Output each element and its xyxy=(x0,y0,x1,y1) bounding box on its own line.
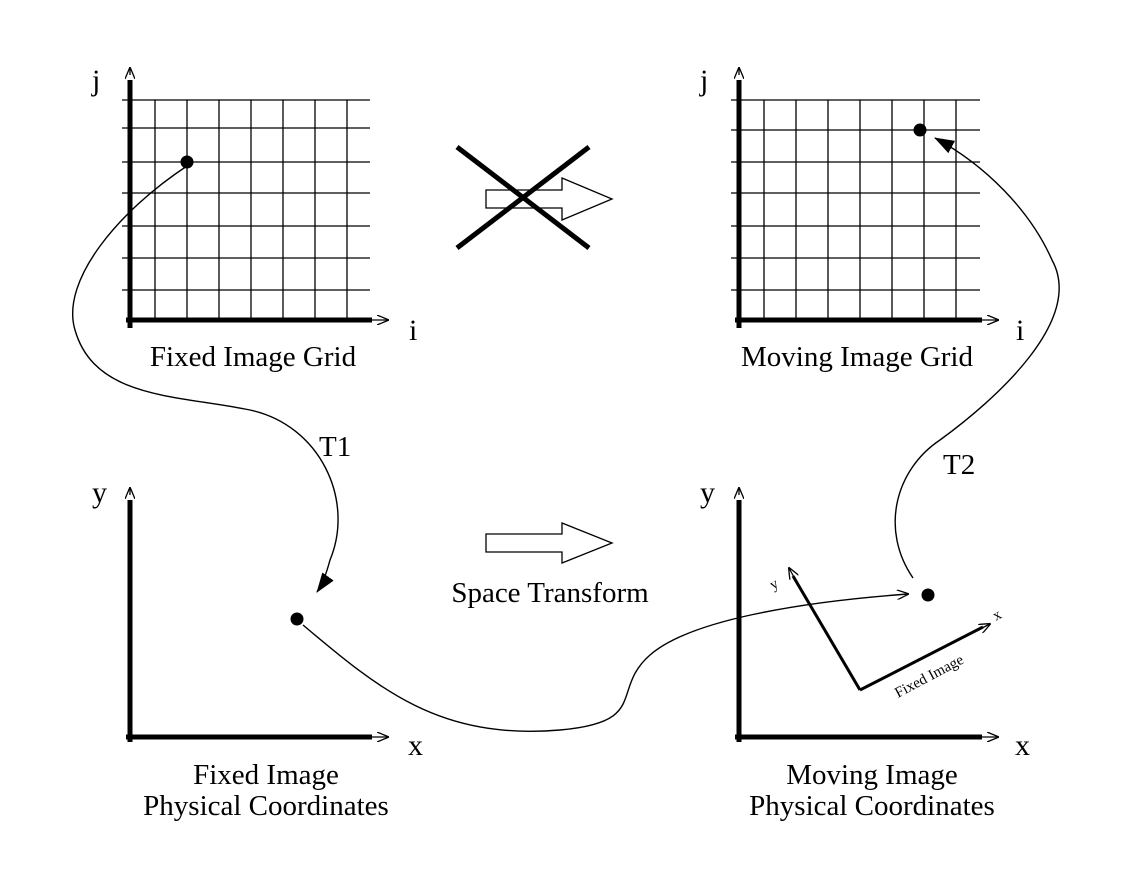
space-transform-label: Space Transform xyxy=(451,577,649,609)
fixed-frame-x-label: x xyxy=(990,607,1005,625)
moving-physical-panel: y x Moving Image Physical Coordinates y … xyxy=(700,476,1030,822)
cross-line-2 xyxy=(455,145,591,250)
space-transform-curve xyxy=(302,594,908,732)
fixed-physical-caption-line2: Physical Coordinates xyxy=(143,790,389,822)
moving-physical-point xyxy=(921,588,935,602)
fixed-physical-y-label: y xyxy=(92,476,107,509)
moving-grid-i-label: i xyxy=(1016,314,1024,347)
fixed-image-grid-panel: j i Fixed Image Grid xyxy=(91,64,417,373)
fixed-frame-y-axis xyxy=(791,575,862,691)
fixed-physical-point xyxy=(290,612,304,626)
fixed-physical-x-label: x xyxy=(408,729,423,762)
fixed-frame-y-label: y xyxy=(767,576,782,594)
moving-grid-j-label: j xyxy=(699,64,708,97)
moving-physical-x-label: x xyxy=(1015,729,1030,762)
moving-image-grid-panel: j i Moving Image Grid xyxy=(699,64,1024,373)
fixed-grid-caption: Fixed Image Grid xyxy=(150,341,357,373)
fixed-grid-point xyxy=(180,155,194,169)
fixed-frame-x-arrow xyxy=(980,624,990,629)
fixed-frame-x-axis xyxy=(859,625,984,692)
fixed-frame-y-arrow xyxy=(789,568,795,579)
hollow-arrow-icon xyxy=(485,522,614,564)
fixed-image-frame: y x Fixed Image xyxy=(767,568,1005,702)
fixed-frame-label: Fixed Image xyxy=(892,652,966,702)
t1-label: T1 xyxy=(319,431,351,463)
transform-curves: T1 T2 xyxy=(72,137,1060,732)
space-transform-arrow: Space Transform xyxy=(451,522,649,609)
hollow-arrow-icon xyxy=(485,177,614,221)
moving-physical-caption-line2: Physical Coordinates xyxy=(749,790,995,822)
crossed-out-arrow xyxy=(455,145,614,250)
moving-grid-caption: Moving Image Grid xyxy=(741,341,973,373)
moving-grid-lines xyxy=(731,99,980,320)
moving-physical-caption-line1: Moving Image xyxy=(786,759,958,791)
moving-physical-y-label: y xyxy=(700,476,715,509)
fixed-physical-panel: y x Fixed Image Physical Coordinates xyxy=(92,476,423,822)
t2-curve xyxy=(894,137,1060,579)
moving-grid-point xyxy=(913,123,927,137)
fixed-grid-lines xyxy=(122,99,370,320)
t1-curve xyxy=(72,165,339,593)
fixed-grid-i-label: i xyxy=(409,314,417,347)
t2-label: T2 xyxy=(943,449,975,481)
fixed-physical-caption-line1: Fixed Image xyxy=(193,759,339,791)
fixed-grid-j-label: j xyxy=(91,64,100,97)
